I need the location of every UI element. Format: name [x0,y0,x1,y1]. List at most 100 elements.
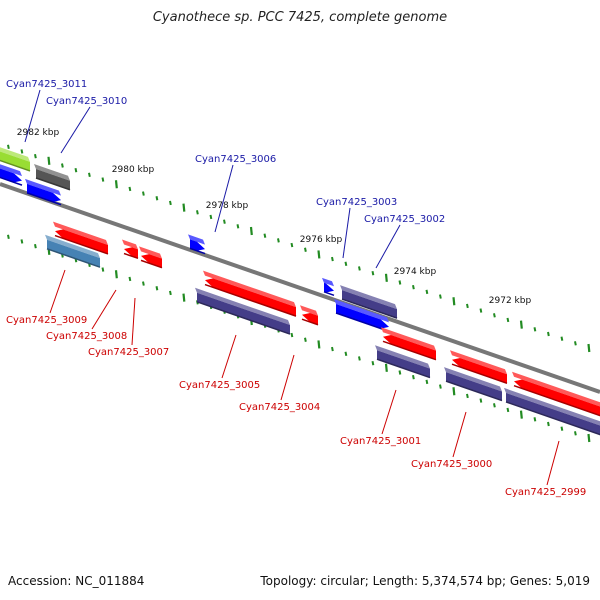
tick-mark-inner [317,340,321,349]
leader-line-reverse [221,334,237,379]
gene-label-reverse: Cyan7425_3001 [340,436,421,447]
tick-mark-inner [344,351,348,356]
tick-mark-outer [7,144,10,149]
gene-label-forward: Cyan7425_3002 [364,214,445,225]
tick-mark-outer [317,250,321,259]
tick-mark-outer [560,336,564,341]
tick-mark-outer [196,210,199,215]
scale-label: 2982 kbp [17,128,60,138]
gene-block-3011 [0,151,30,171]
leader-line-forward [24,89,41,143]
tick-mark-inner [358,356,361,361]
gene-block-3009-shadow [46,248,101,268]
tick-mark-outer [533,327,537,332]
gene-block-2999-shadow [505,401,600,436]
cds-arrow-2999-shadow [513,384,600,417]
tick-mark-inner [587,433,591,443]
scale-labels: 2982 kbp 2980 kbp 2978 kbp 2976 kbp 2974 kbp… [17,128,532,306]
cds-arrow-3009-top [53,221,108,245]
cds-arrow-3011-top [0,164,22,177]
cds-arrow-3004 [302,312,318,325]
gene-label-reverse: Cyan7425_3007 [88,347,169,358]
gene-block-3005-shadow [196,301,291,335]
cds-arrow-3009-shadow [54,234,109,255]
tick-mark-outer [493,313,496,318]
leader-line-reverse [452,411,467,458]
tick-mark-inner [506,407,510,413]
cds-arrow-3002-shadow [335,312,390,333]
cds-arrow-3010-top [25,178,61,196]
cds-arrow-3007-top [139,246,162,259]
tick-mark-outer [331,256,334,262]
tick-mark-inner [479,398,483,403]
tick-mark-outer [277,238,280,243]
tick-mark-inner [142,281,145,286]
tick-mark-outer [223,219,226,224]
tick-mark-inner [169,290,172,296]
tick-mark-outer [587,343,591,353]
tick-mark-inner [425,379,429,385]
scale-label: 2980 kbp [112,165,155,175]
gene-label-forward: Cyan7425_3003 [316,197,397,208]
cds-arrow-3007-shadow [140,259,163,269]
tick-mark-inner [290,332,294,338]
scale-label: 2976 kbp [300,235,343,245]
tick-mark-inner [304,337,307,342]
tick-mark-outer [169,200,172,206]
tick-mark-inner [34,243,37,249]
leader-line-forward [342,207,351,259]
gene-block-3005 [197,292,290,335]
tick-mark-outer [425,289,429,295]
gene-block-3003-top [340,285,397,310]
cds-arrow-2999-top [512,371,600,407]
tick-mark-outer [34,153,37,159]
reverse-gene-labels: Cyan7425_3009Cyan7425_3008Cyan7425_3007C… [6,315,586,498]
cds-arrow-3008-shadow [123,252,139,260]
gene-block-3003-shadow [341,298,398,319]
cds-arrow-3009 [55,229,108,254]
cds-arrow-3008 [124,247,138,259]
gene-block-3011-top [0,147,30,162]
accession-text: Accession: NC_011884 [8,574,145,588]
cds-arrow-3001-top [381,327,436,351]
cds-arrow-3005-shadow [204,283,297,317]
leader-line-reverse [546,440,560,486]
tick-mark-outer [304,247,307,252]
gene-block-3009-top [45,234,100,259]
cds-arrow-2999 [514,379,600,416]
cds-arrow-3008-top [122,239,138,250]
cds-arrow-3000-shadow [451,363,508,384]
tick-mark-outer [466,303,469,309]
cds-arrow-3006 [190,239,205,251]
genome-summary-text: Topology: circular; Length: 5,374,574 bp… [260,574,590,588]
cds-arrow-3004-top [300,305,318,316]
scale-label: 2972 kbp [489,296,532,306]
tick-mark-outer [412,284,415,290]
gene-label-reverse: Cyan7425_3009 [6,315,87,326]
leader-line-reverse [49,269,66,314]
cds-arrow-3000-top [450,350,507,375]
tick-mark-outer [371,270,375,276]
tick-mark-inner [114,270,118,279]
cds-arrow-3003 [324,282,334,293]
tick-mark-outer [439,294,442,299]
tick-mark-outer [155,196,159,201]
tick-mark-inner [398,370,402,375]
tick-mark-outer [74,167,78,173]
tick-mark-outer [114,180,118,189]
cds-arrow-3005-top [203,270,296,308]
forward-gene-labels: Cyan7425_3011Cyan7425_3010Cyan7425_3006C… [6,79,445,225]
cds-arrow-3002-top [334,298,389,323]
gene-label-reverse: Cyan7425_3005 [179,380,260,391]
gene-block-3000 [446,372,502,401]
tick-mark-outer [61,163,64,168]
cds-arrow-3006-top [188,234,205,245]
scale-label: 2978 kbp [206,201,249,211]
tick-mark-inner [128,276,132,282]
tick-mark-outer [344,261,348,266]
scale-label: 2974 kbp [394,267,437,277]
tick-mark-outer [519,320,523,329]
cds-arrow-3001 [383,335,436,360]
tick-mark-inner [155,286,159,291]
leader-lines [24,89,560,486]
